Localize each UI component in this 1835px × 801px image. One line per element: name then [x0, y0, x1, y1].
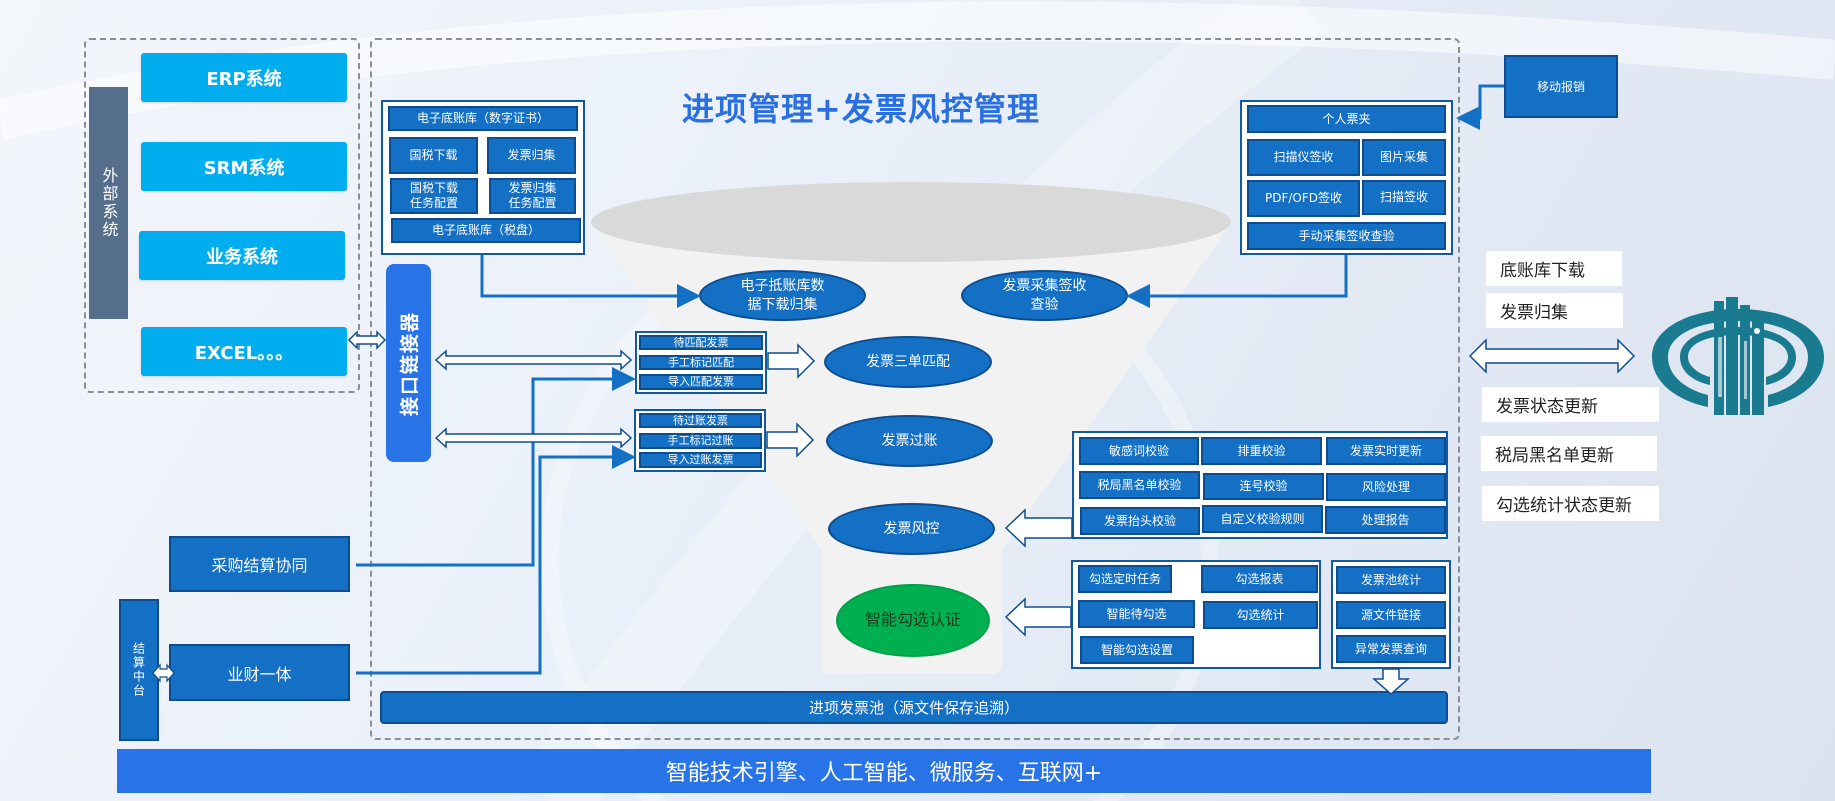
risk-cell-risk-handling[interactable]: 风险处理 — [1326, 473, 1446, 501]
import-posting-invoices[interactable]: 导入过账发票 — [639, 452, 762, 468]
risk-cell-sensitive-words[interactable]: 敏感词校验 — [1079, 437, 1199, 465]
invoice-pool-bar[interactable]: 进项发票池（源文件保存追溯） — [380, 691, 1448, 724]
manual-mark-match[interactable]: 手工标记匹配 — [639, 355, 763, 370]
settlement-center-bar: 结算中台 — [119, 599, 159, 741]
image-capture[interactable]: 图片采集 — [1362, 139, 1446, 176]
source-file-link[interactable]: 源文件链接 — [1336, 601, 1446, 629]
ellipse-risk-control[interactable]: 发票风控 — [828, 503, 995, 555]
double-arrow-excel-connector — [347, 330, 387, 350]
arrow-finance-to-import-posting — [356, 445, 636, 675]
risk-cell-serial-number[interactable]: 连号校验 — [1203, 473, 1324, 500]
double-arrow-settlement — [152, 663, 175, 683]
risk-cell-report[interactable]: 处理报告 — [1325, 506, 1446, 534]
selection-scheduled-task[interactable]: 勾选定时任务 — [1078, 565, 1172, 593]
selection-statistics[interactable]: 勾选统计 — [1203, 601, 1318, 629]
arrow-collection-to-ellipse — [1126, 255, 1348, 308]
risk-cell-blacklist[interactable]: 税局黑名单校验 — [1079, 471, 1200, 499]
srm-system-button[interactable]: SRM系统 — [141, 142, 347, 191]
tax-label-blacklist-update: 税局黑名单更新 — [1481, 436, 1657, 471]
pdf-ofd-receive[interactable]: PDF/OFD签收 — [1247, 180, 1360, 217]
page-title: 进项管理+发票风控管理 — [682, 90, 1040, 128]
pool-statistics[interactable]: 发票池统计 — [1336, 566, 1446, 594]
tax-label-invoice-collect: 发票归集 — [1486, 293, 1623, 328]
manual-mark-posting[interactable]: 手工标记过账 — [639, 433, 762, 449]
ledger-cell-tax-download-task[interactable]: 国税下载 任务配置 — [390, 178, 478, 214]
pending-match-invoices[interactable]: 待匹配发票 — [639, 335, 763, 350]
risk-cell-title-check[interactable]: 发票抬头校验 — [1080, 507, 1200, 535]
tax-label-ledger-download: 底账库下载 — [1486, 251, 1622, 286]
abnormal-invoice-query[interactable]: 异常发票查询 — [1336, 635, 1446, 663]
external-systems-label: 外部系统 — [89, 87, 128, 319]
excel-system-button[interactable]: EXCEL。。。 — [141, 327, 347, 376]
purchase-settlement-box[interactable]: 采购结算协同 — [169, 536, 350, 592]
main-management-frame — [370, 38, 1460, 740]
ledger-cert-header[interactable]: 电子底账库（数字证书） — [388, 106, 578, 131]
ellipse-collection-check[interactable]: 发票采集签收 查验 — [961, 270, 1128, 321]
footer-tech-bar: 智能技术引擎、人工智能、微服务、互联网+ — [117, 749, 1651, 793]
ellipse-three-way-match[interactable]: 发票三单匹配 — [824, 336, 992, 388]
ellipse-posting[interactable]: 发票过账 — [826, 415, 993, 467]
double-arrow-tax-bureau — [1468, 338, 1636, 374]
arrow-purchase-to-import-match — [356, 367, 636, 567]
arrow-mobile-to-collection — [1456, 84, 1504, 130]
ledger-cell-invoice-collect[interactable]: 发票归集 — [487, 137, 576, 174]
hollow-arrow-posting — [766, 422, 815, 458]
risk-cell-realtime-update[interactable]: 发票实时更新 — [1326, 437, 1446, 465]
ledger-cell-tax-download[interactable]: 国税下载 — [389, 137, 478, 174]
interface-connector[interactable]: 接口链接器 — [386, 264, 431, 462]
ellipse-smart-selection[interactable]: 智能勾选认证 — [836, 584, 990, 657]
external-systems-frame — [84, 38, 360, 393]
erp-system-button[interactable]: ERP系统 — [141, 53, 347, 102]
hollow-arrow-match — [767, 343, 816, 379]
arrow-ledger-to-ellipse — [480, 255, 701, 308]
personal-invoice-folder[interactable]: 个人票夹 — [1247, 105, 1446, 133]
selection-report[interactable]: 勾选报表 — [1201, 565, 1318, 593]
funnel-top-ellipse — [591, 182, 1231, 262]
tax-bureau-logo-icon — [1652, 297, 1824, 415]
double-arrow-connector-posting — [434, 427, 633, 449]
risk-cell-custom-rules[interactable]: 自定义校验规则 — [1202, 505, 1323, 533]
manual-collect-verify[interactable]: 手动采集签收查验 — [1247, 222, 1446, 250]
smart-pending-selection[interactable]: 智能待勾选 — [1078, 600, 1195, 628]
ellipse-ledger-download[interactable]: 电子抵账库数 据下载归集 — [699, 270, 866, 321]
mobile-reimbursement-box[interactable]: 移动报销 — [1504, 55, 1618, 118]
risk-cell-dedupe[interactable]: 排重校验 — [1201, 437, 1322, 465]
hollow-arrow-selection — [1004, 597, 1072, 637]
smart-selection-settings[interactable]: 智能勾选设置 — [1080, 636, 1194, 664]
ledger-cell-collect-task[interactable]: 发票归集 任务配置 — [489, 178, 576, 214]
double-arrow-connector-match — [434, 349, 633, 371]
hollow-arrow-down-pool — [1372, 668, 1410, 696]
ledger-taxdisk-footer[interactable]: 电子底账库（税盘） — [391, 218, 581, 243]
scanner-receive[interactable]: 扫描仪签收 — [1247, 139, 1360, 176]
scan-receive[interactable]: 扫描签收 — [1362, 180, 1446, 215]
finance-integration-box[interactable]: 业财一体 — [169, 644, 350, 701]
business-system-button[interactable]: 业务系统 — [139, 231, 345, 280]
pending-posting-invoices[interactable]: 待过账发票 — [639, 413, 762, 428]
hollow-arrow-risk — [1004, 508, 1073, 548]
tax-label-status-update: 发票状态更新 — [1482, 387, 1659, 422]
tax-label-selection-status-update: 勾选统计状态更新 — [1482, 486, 1659, 521]
import-match-invoices[interactable]: 导入匹配发票 — [639, 374, 763, 390]
